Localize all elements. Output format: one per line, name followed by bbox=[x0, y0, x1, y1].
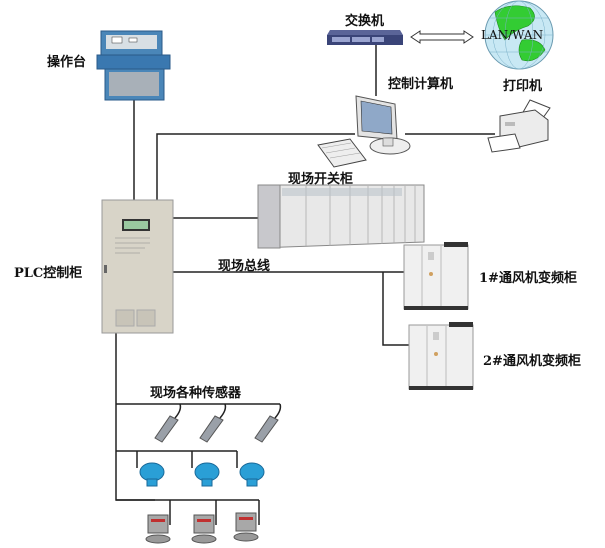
label-fieldbus: 现场总线 bbox=[218, 259, 271, 274]
label-sensors: 现场各种传感器 bbox=[150, 386, 242, 401]
gas-detector-icon[interactable] bbox=[191, 514, 217, 544]
label-vfd-2: 2#通风机变频柜 bbox=[483, 354, 581, 369]
vfd-cabinet-2-icon[interactable] bbox=[408, 322, 474, 390]
bidirectional-arrow-icon bbox=[410, 30, 474, 44]
transmitter-icon[interactable] bbox=[239, 462, 265, 487]
switchgear-cabinets-icon[interactable] bbox=[257, 184, 425, 249]
line-plc-pc bbox=[156, 133, 355, 200]
label-plc-cabinet: PLC控制柜 bbox=[14, 266, 83, 281]
transmitter-icon[interactable] bbox=[139, 462, 165, 487]
line-fieldbus-vfd2 bbox=[382, 272, 410, 346]
globe-icon[interactable] bbox=[484, 0, 554, 70]
connection-lines bbox=[115, 44, 495, 525]
printer-icon[interactable] bbox=[487, 99, 551, 153]
label-control-computer: 控制计算机 bbox=[388, 77, 454, 92]
gas-detector-icon[interactable] bbox=[145, 514, 171, 544]
label-printer: 打印机 bbox=[503, 79, 543, 94]
plc-cabinet-icon[interactable] bbox=[101, 199, 174, 334]
pressure-sensor-icon[interactable] bbox=[254, 403, 282, 443]
label-switch: 交换机 bbox=[345, 14, 385, 29]
transmitter-icon[interactable] bbox=[194, 462, 220, 487]
pressure-sensor-icon[interactable] bbox=[154, 403, 182, 443]
label-lan-wan: LAN/WAN bbox=[481, 28, 544, 42]
label-vfd-1: 1#通风机变频柜 bbox=[479, 271, 577, 286]
network-switch-icon[interactable] bbox=[327, 30, 403, 45]
computer-icon[interactable] bbox=[317, 95, 411, 168]
operator-console-icon[interactable] bbox=[96, 30, 171, 101]
label-switchgear: 现场开关柜 bbox=[288, 172, 354, 187]
gas-detector-icon[interactable] bbox=[233, 512, 259, 542]
pressure-sensor-icon[interactable] bbox=[199, 403, 227, 443]
label-operator-console: 操作台 bbox=[47, 55, 87, 70]
vfd-cabinet-1-icon[interactable] bbox=[403, 242, 469, 310]
